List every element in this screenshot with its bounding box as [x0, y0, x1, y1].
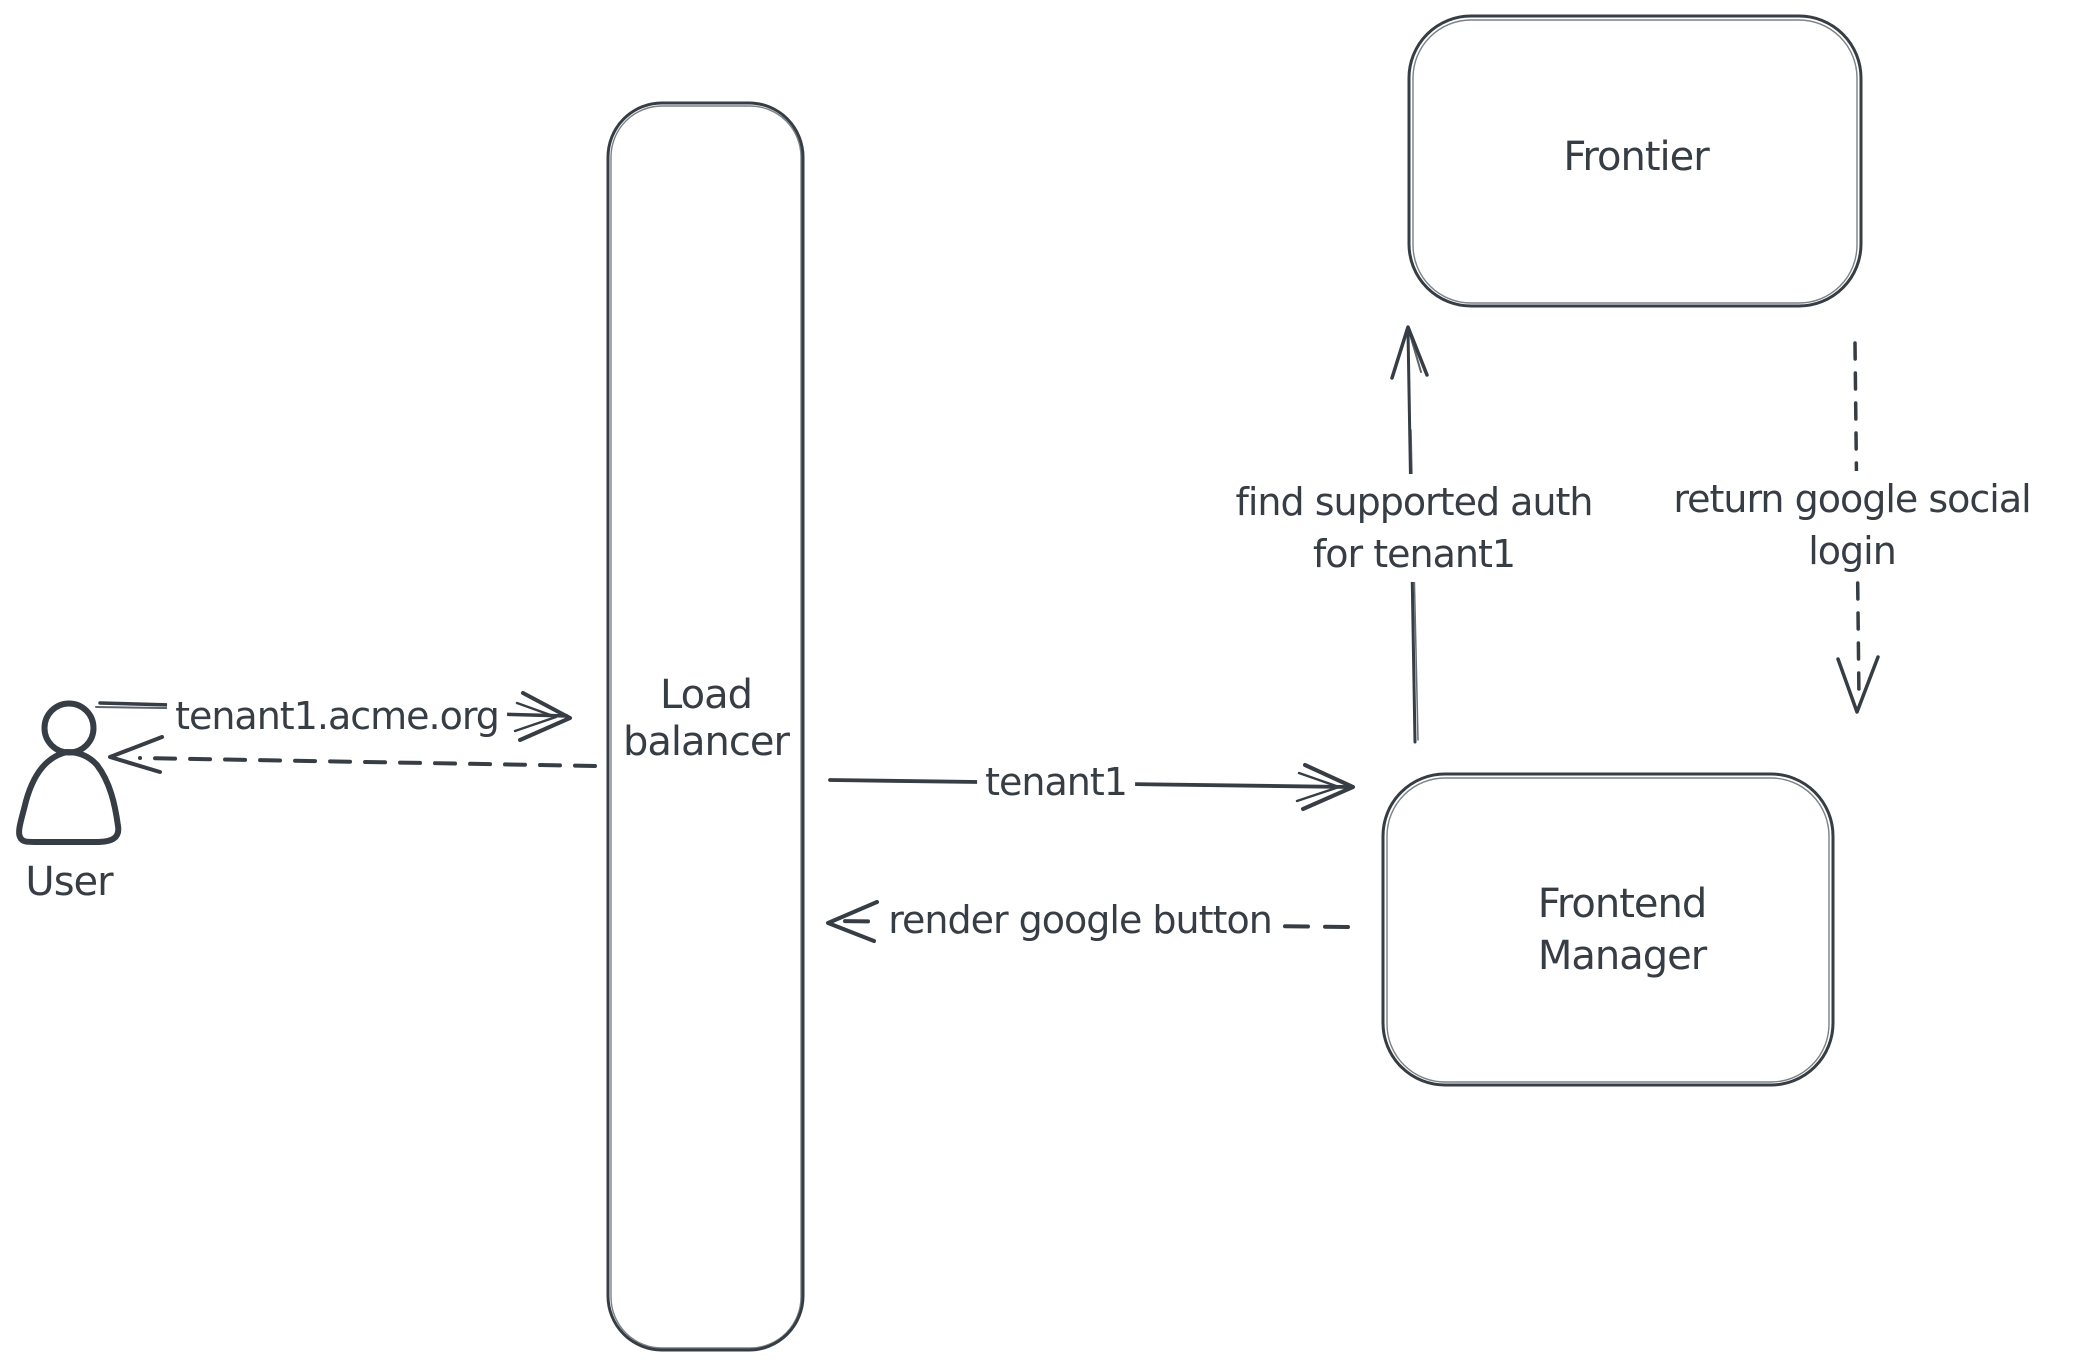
edge-label-fm-to-frontier: find supported auth for tenant1	[1227, 474, 1601, 582]
frontier-label: Frontier	[1563, 134, 1709, 180]
load-balancer-label: Load balancer	[608, 672, 804, 766]
edge-label-fm-to-frontier-line1: find supported auth	[1235, 480, 1593, 524]
frontend-manager-label: Frontend Manager	[1537, 878, 1708, 982]
edge-label-fm-to-lb: render google button	[880, 896, 1280, 944]
arrow-lb-to-user	[108, 735, 597, 774]
frontier-box	[1407, 14, 1863, 308]
edge-label-frontier-to-fm-line1: return google social	[1673, 477, 2031, 521]
edge-label-frontier-to-fm-line2: login	[1808, 529, 1897, 573]
frontend-manager-label-line1: Frontend	[1537, 881, 1708, 927]
frontend-manager-box	[1381, 772, 1835, 1087]
load-balancer-label-line1: Load	[660, 672, 753, 718]
edge-label-frontier-to-fm: return google social login	[1665, 471, 2039, 579]
user-icon	[16, 700, 122, 845]
user-label: User	[25, 859, 113, 905]
edge-label-user-to-lb: tenant1.acme.org	[167, 692, 507, 740]
edge-label-fm-to-frontier-line2: for tenant1	[1312, 532, 1516, 576]
load-balancer-label-line2: balancer	[623, 719, 790, 765]
edge-label-lb-to-fm: tenant1	[977, 758, 1135, 806]
frontend-manager-label-line2: Manager	[1537, 933, 1707, 979]
load-balancer-box	[606, 101, 805, 1352]
